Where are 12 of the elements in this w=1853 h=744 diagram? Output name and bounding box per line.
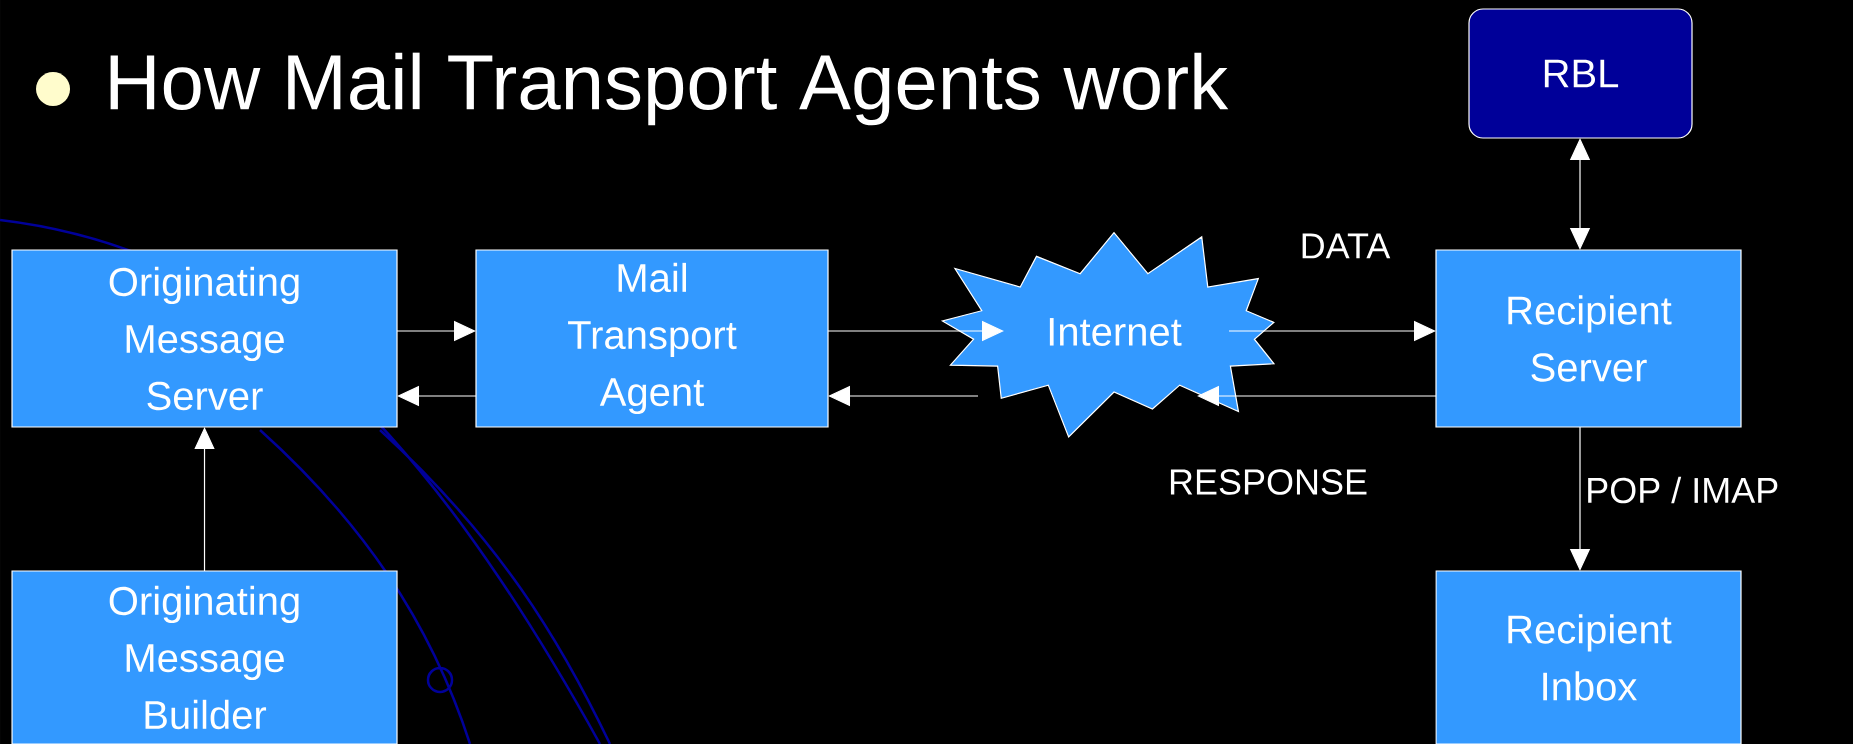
title: How Mail Transport Agents work [110,52,1229,126]
rounded-box: RBL [1468,8,1693,139]
process-box: Recipient Server [1435,249,1742,428]
process-box: Mail Transport Agent [475,249,829,428]
arrow [1569,138,1591,250]
edge-label: POP / IMAP [1583,474,1782,506]
process-box: Originating Message Server [11,249,398,428]
edge-label: RESPONSE [1166,467,1371,497]
arrow [194,427,215,572]
process-box: Originating Message Builder [11,570,398,744]
edge-label: DATA [1297,231,1393,261]
process-box: Recipient Inbox [1435,570,1742,744]
